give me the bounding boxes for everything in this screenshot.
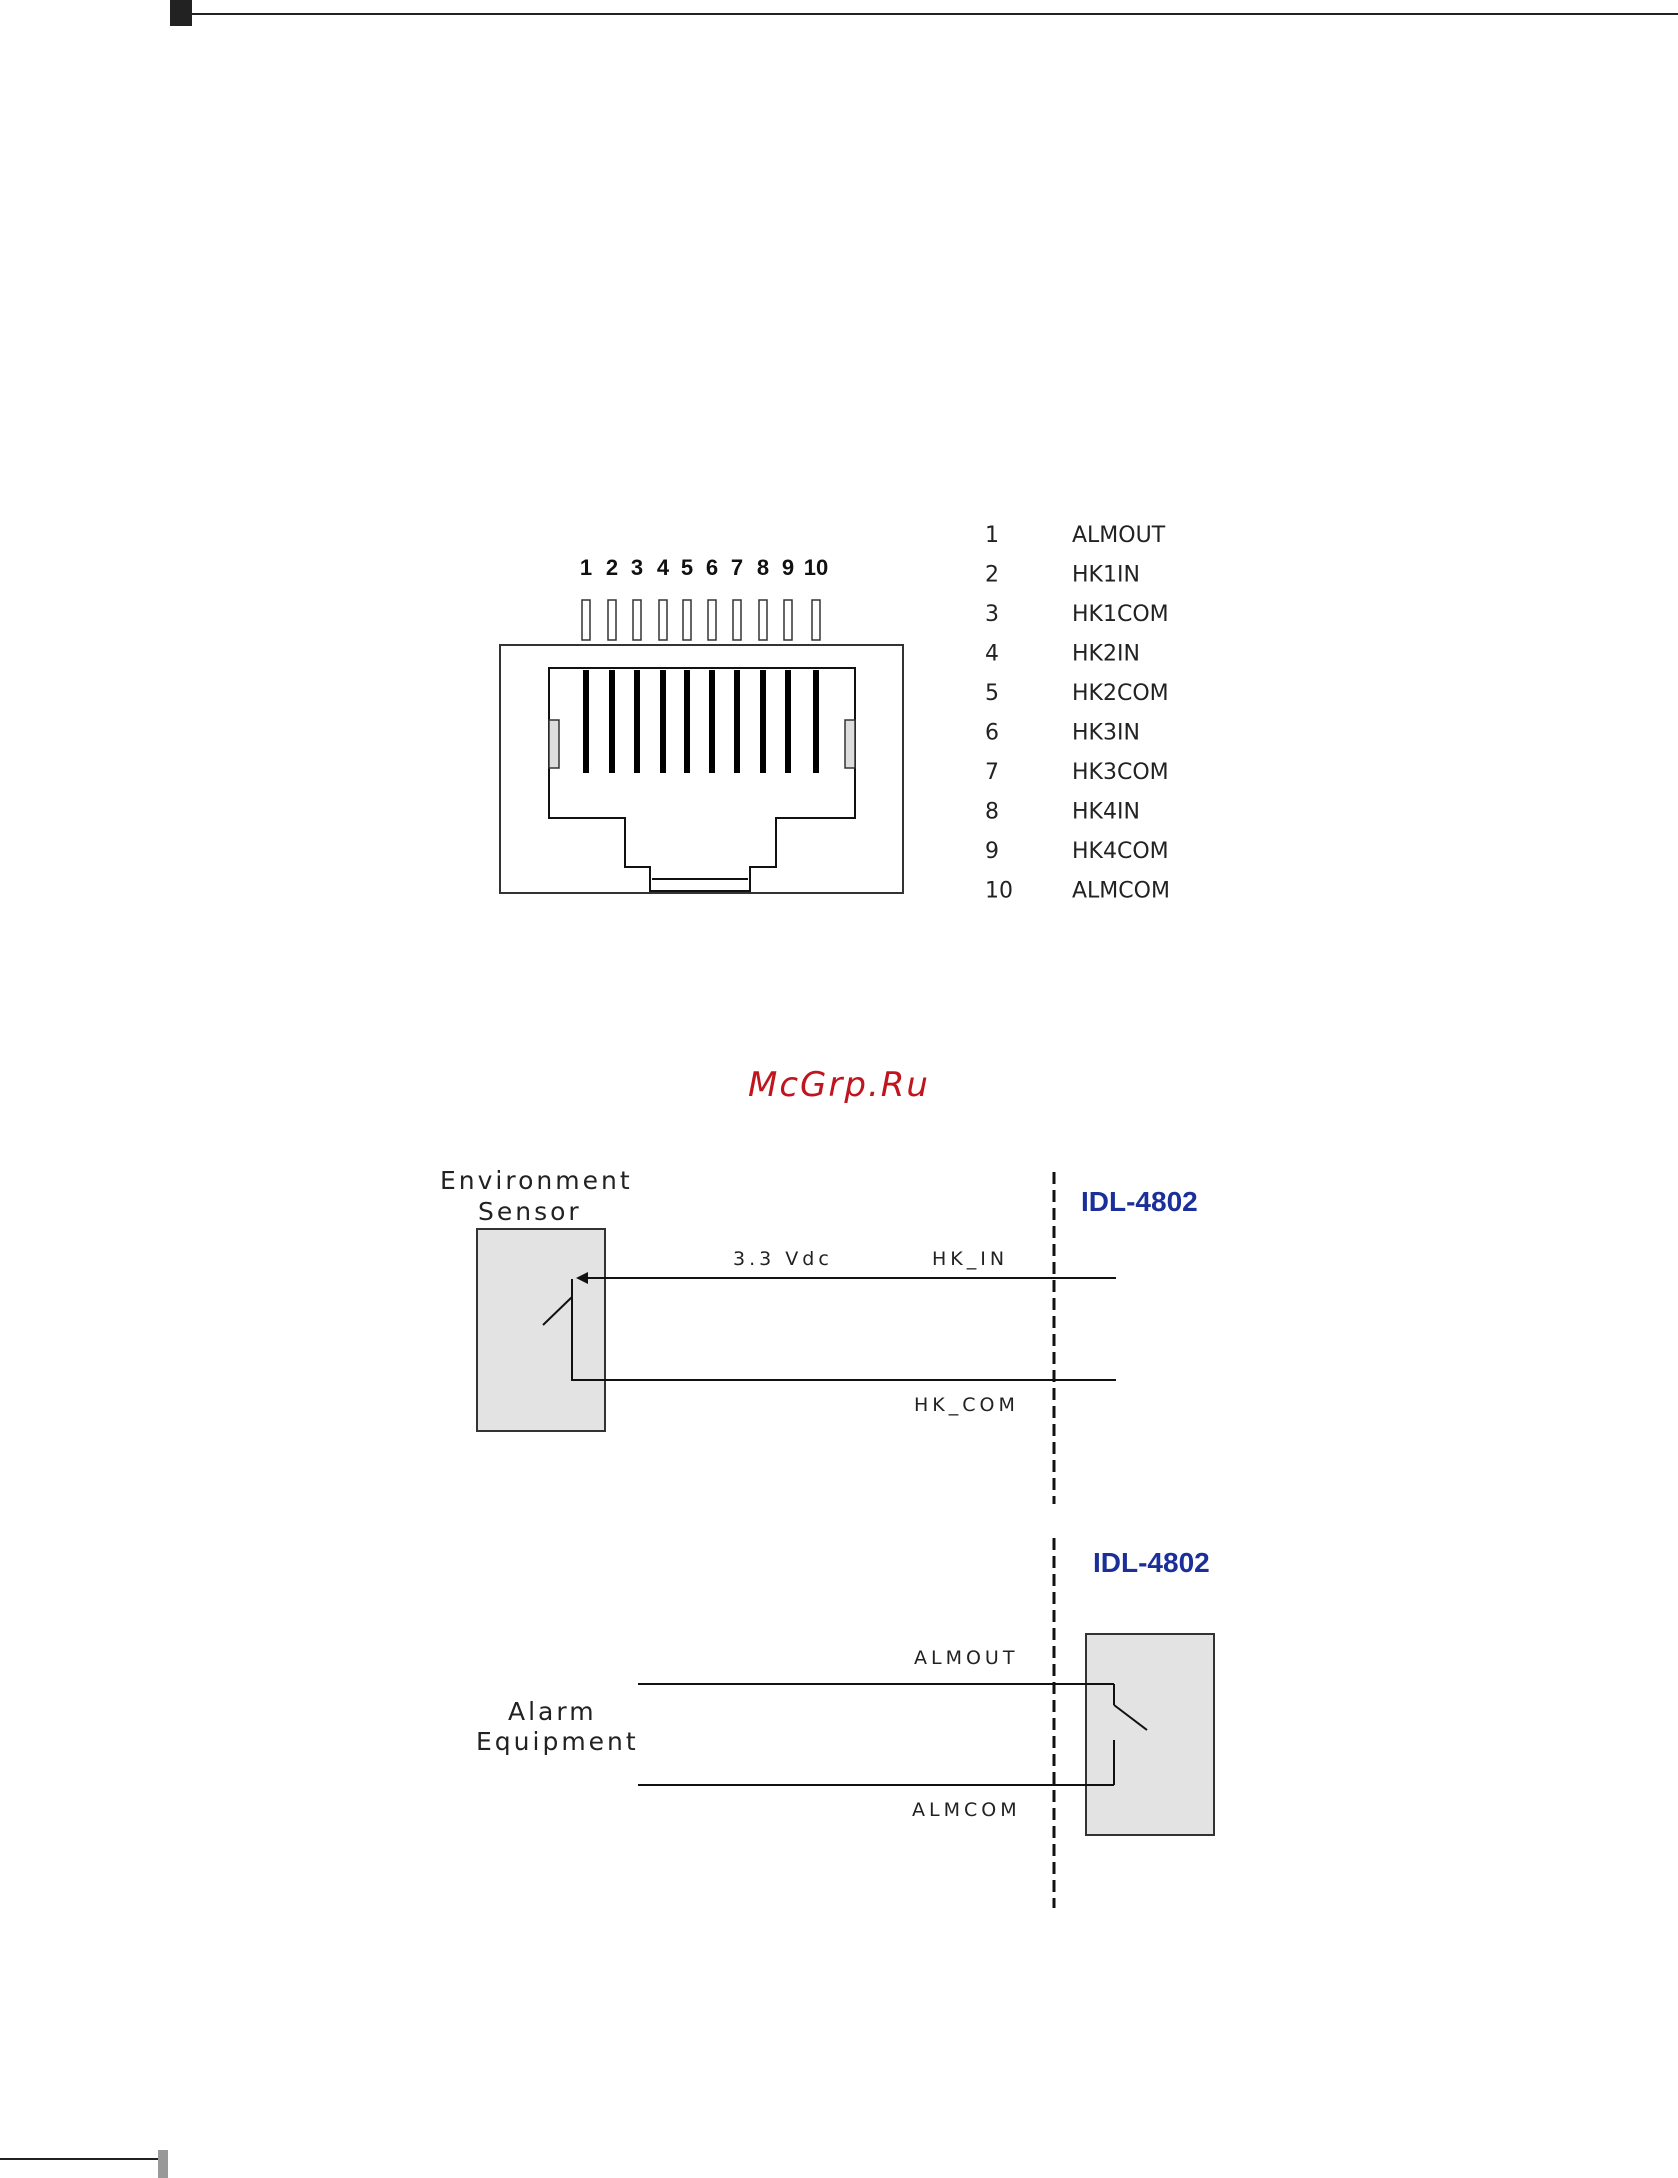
pin-table-number: 8 (985, 800, 999, 825)
device-label-alarm: IDL-4802 (1093, 1547, 1210, 1578)
pin-table-number: 1 (985, 523, 999, 548)
sensor-box (477, 1229, 605, 1431)
pin-number-label: 2 (606, 555, 618, 580)
pin-contact (660, 670, 666, 773)
pin-number-label: 7 (731, 555, 743, 580)
pin-stub (582, 600, 590, 640)
pin-number-label: 4 (657, 555, 670, 580)
pin-table-signal: HK1COM (1072, 602, 1169, 627)
almcom-label: ALMCOM (912, 1799, 1021, 1821)
sensor-diagram: Environment Sensor 3.3 Vdc HK_IN HK_COM … (440, 1166, 1198, 1504)
pin-stub (683, 600, 691, 640)
pin-table-number: 9 (985, 839, 999, 864)
pin-contact (813, 670, 819, 773)
pin-number-label: 8 (757, 555, 769, 580)
pin-contact (684, 670, 690, 773)
pin-table-signal: HK4COM (1072, 839, 1169, 864)
pin-assignment-table: 1 ALMOUT 2 HK1IN 3 HK1COM 4 HK2IN 5 HK2COM 6 HK3IN 7… (985, 523, 1170, 904)
relay-box (1086, 1634, 1214, 1835)
pin-stub (812, 600, 820, 640)
pin-contact (709, 670, 715, 773)
device-label-sensor: IDL-4802 (1081, 1186, 1198, 1217)
footer-marker (158, 2150, 168, 2178)
pin-number-label: 5 (681, 555, 693, 580)
pin-stub (708, 600, 716, 640)
pin-stub (659, 600, 667, 640)
pin-stub (608, 600, 616, 640)
pin-contact (760, 670, 766, 773)
pin-table-number: 4 (985, 642, 999, 667)
pin-stubs (582, 600, 820, 640)
connector-left-clip (549, 720, 559, 768)
connector-body (500, 645, 903, 893)
pin-number-label: 1 (580, 555, 592, 580)
pin-stub (633, 600, 641, 640)
pin-stub (733, 600, 741, 640)
pin-table-signal: HK1IN (1072, 563, 1140, 588)
pin-table-number: 10 (985, 879, 1013, 904)
pin-number-label: 6 (706, 555, 718, 580)
pin-table-signal: HK2COM (1072, 681, 1169, 706)
sensor-label-line1: Environment (440, 1166, 633, 1195)
sensor-label-line2: Sensor (478, 1197, 582, 1226)
alarm-equipment-line2: Equipment (476, 1727, 639, 1756)
pin-table-signal: HK3IN (1072, 721, 1140, 746)
voltage-label: 3.3 Vdc (733, 1248, 833, 1270)
pin-contact (785, 670, 791, 773)
footer-rule (0, 2158, 158, 2160)
hk-com-label: HK_COM (914, 1394, 1019, 1416)
pin-table-number: 6 (985, 721, 999, 746)
hk-in-label: HK_IN (932, 1248, 1008, 1270)
pin-table-number: 2 (985, 563, 999, 588)
pin-table-number: 7 (985, 760, 999, 785)
pin-table-signal: HK2IN (1072, 642, 1140, 667)
pin-table-signal: HK3COM (1072, 760, 1169, 785)
pin-stub (759, 600, 767, 640)
pin-number-label: 3 (631, 555, 643, 580)
alarm-diagram: IDL-4802 ALMOUT ALMCOM Alarm Equipment (476, 1538, 1214, 1908)
pin-table-signal: ALMCOM (1072, 879, 1170, 904)
pin-table-number: 3 (985, 602, 999, 627)
pin-contact (634, 670, 640, 773)
pin-table-signal: HK4IN (1072, 800, 1140, 825)
pin-stub (784, 600, 792, 640)
pin-contact (734, 670, 740, 773)
alarm-equipment-line1: Alarm (508, 1697, 597, 1726)
pin-contact (583, 670, 589, 773)
pin-number-label: 9 (782, 555, 794, 580)
pin-table-signal: ALMOUT (1072, 523, 1166, 548)
connector-right-clip (845, 720, 855, 768)
almout-label: ALMOUT (914, 1647, 1018, 1669)
pin-table-number: 5 (985, 681, 999, 706)
pin-contact (609, 670, 615, 773)
pin-number-label: 10 (804, 555, 828, 580)
watermark: McGrp.Ru (0, 1065, 1678, 1105)
